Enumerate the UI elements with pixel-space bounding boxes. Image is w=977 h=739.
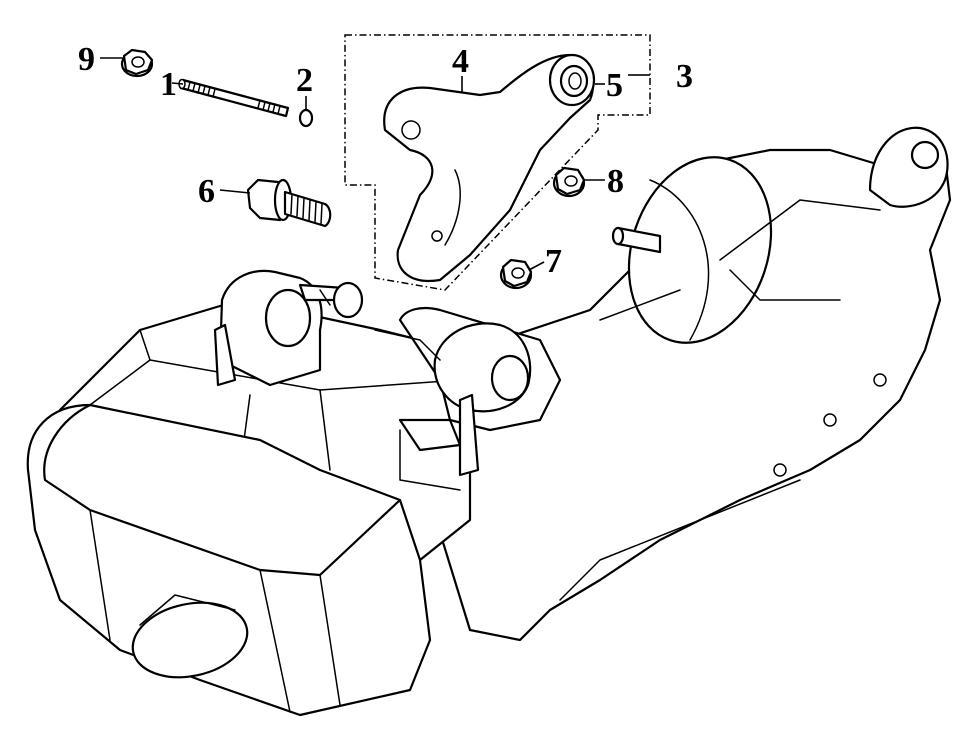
leader-lines xyxy=(100,57,650,271)
callout-6: 6 xyxy=(198,173,215,210)
callout-3: 3 xyxy=(676,58,693,95)
callout-5: 5 xyxy=(606,67,623,104)
flange-nut-9[interactable] xyxy=(120,48,154,78)
callout-2: 2 xyxy=(296,62,313,99)
washer[interactable] xyxy=(298,108,314,128)
callout-4: 4 xyxy=(452,43,469,80)
callout-9: 9 xyxy=(78,41,95,78)
callout-7: 7 xyxy=(545,243,562,280)
callout-1: 1 xyxy=(160,66,177,103)
engine-assembly xyxy=(26,126,952,717)
callout-8: 8 xyxy=(607,163,624,200)
bracket-assembly xyxy=(344,34,651,291)
stud-bolt[interactable] xyxy=(178,78,290,118)
flange-nut-7[interactable] xyxy=(499,258,533,290)
flange-bolt[interactable] xyxy=(246,178,332,228)
bushing[interactable] xyxy=(548,53,596,107)
flange-nut-8[interactable] xyxy=(552,166,586,198)
